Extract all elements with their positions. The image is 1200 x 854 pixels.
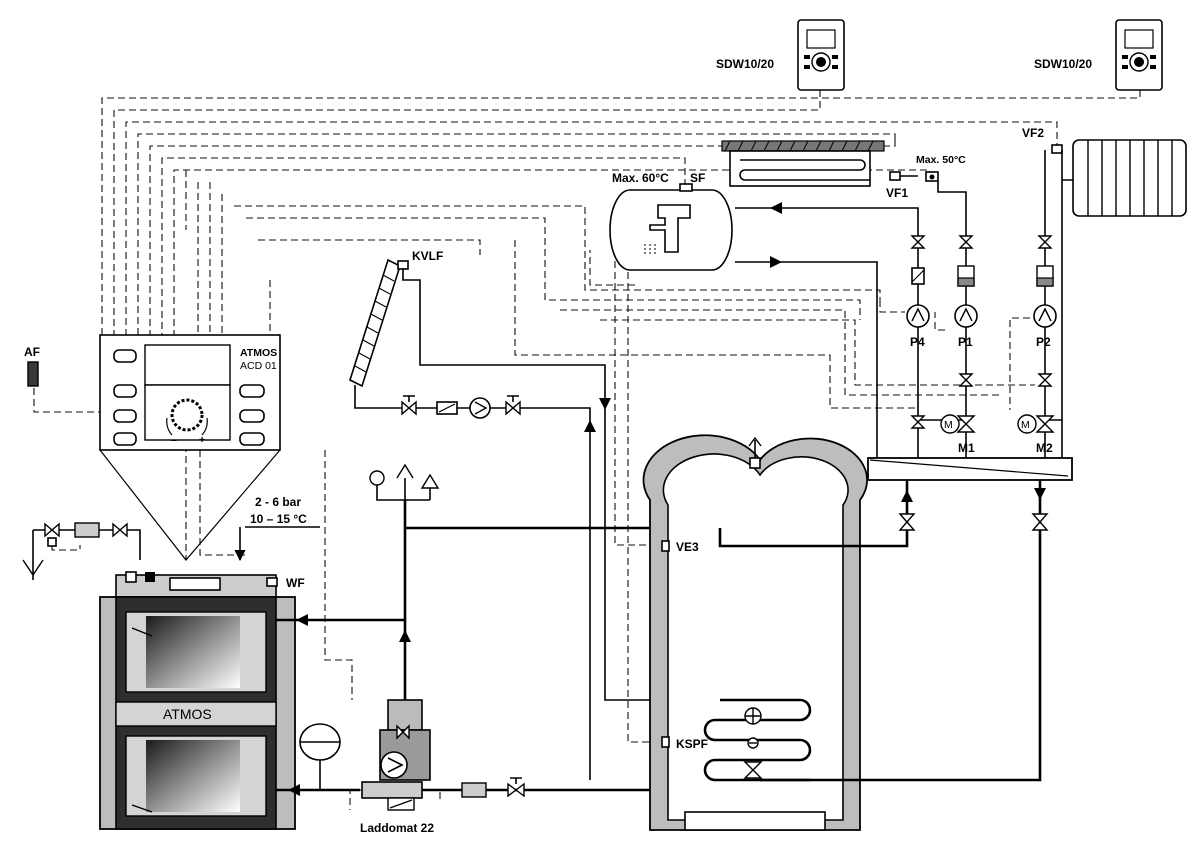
controller-brand: ATMOS [240, 347, 277, 359]
cold-water-inlet [22, 522, 141, 580]
m1-label: M1 [958, 441, 975, 455]
boiler-brand-label: ATMOS [163, 706, 212, 722]
m2-label: M2 [1036, 441, 1053, 455]
storage-tank [642, 434, 868, 831]
wf-sensor [266, 577, 278, 587]
max60-label: Max. 60°C [612, 171, 669, 185]
af-sensor [27, 361, 39, 387]
max50-label: Max. 50°C [916, 154, 966, 166]
solar-collector [349, 258, 401, 388]
vf1-sensor [889, 171, 901, 181]
sdw-right-label: SDW10/20 [1034, 57, 1092, 71]
underfloor-heating [721, 140, 885, 187]
vf2-sensor [1051, 144, 1063, 154]
sdw-room-unit-right [1115, 19, 1163, 91]
vf2-label: VF2 [1022, 126, 1044, 140]
sdw-left-label: SDW10/20 [716, 57, 774, 71]
atmos-boiler [99, 571, 296, 830]
m2-motor-glyph: M [1021, 419, 1030, 431]
radiator [1072, 139, 1187, 217]
dial-plus: + [199, 434, 205, 446]
acd01-controller [99, 334, 281, 451]
controller-model: ACD 01 [240, 360, 277, 372]
laddomat-label: Laddomat 22 [360, 821, 434, 835]
ve3-sensor [661, 540, 670, 552]
sdw-room-unit-left [797, 19, 845, 91]
pressure-label: 2 - 6 bar [255, 495, 301, 509]
expansion-vessel [299, 723, 341, 790]
p1-label: P1 [958, 335, 973, 349]
kvlf-label: KVLF [412, 249, 443, 263]
hydraulic-manifold [867, 457, 1073, 481]
kspf-label: KSPF [676, 737, 708, 751]
ve3-label: VE3 [676, 540, 699, 554]
laddomat-22 [361, 699, 431, 811]
sf-label: SF [690, 171, 705, 185]
dhw-cylinder [609, 183, 733, 271]
p4-label: P4 [910, 335, 925, 349]
wf-label: WF [286, 576, 305, 590]
vf1-label: VF1 [886, 186, 908, 200]
kspf-sensor [661, 736, 670, 748]
dial-minus: – [171, 434, 177, 446]
p2-label: P2 [1036, 335, 1051, 349]
temperature-label: 10 – 15 °C [250, 512, 307, 526]
kvlf-sensor [397, 260, 409, 270]
af-label: AF [24, 345, 40, 359]
m1-motor-glyph: M [944, 419, 953, 431]
